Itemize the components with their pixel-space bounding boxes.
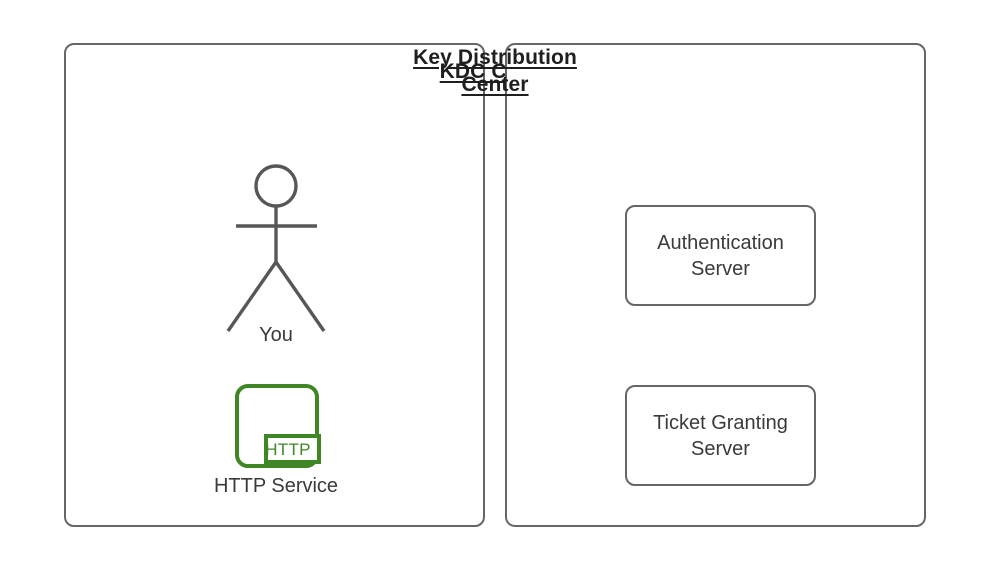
stick-figure-head xyxy=(254,164,298,208)
authentication-server-box[interactable]: Authentication Server xyxy=(625,205,816,306)
ticket-granting-server-label: Ticket Granting Server xyxy=(653,411,788,460)
http-service-icon[interactable] xyxy=(228,378,326,470)
actor-you-figure xyxy=(196,155,356,340)
panel-kdc-title-line1: Key Distribution xyxy=(413,46,577,69)
actor-you-label: You xyxy=(259,324,293,346)
http-badge-label: HTTP xyxy=(265,440,311,459)
stick-figure-leg-right xyxy=(274,261,326,332)
panel-kdc-title: Key Distribution Center xyxy=(0,44,990,98)
http-service-label: HTTP Service xyxy=(213,475,339,497)
authentication-server-label: Authentication Server xyxy=(657,231,784,280)
service-badge-plate xyxy=(264,434,321,464)
stick-figure-icon xyxy=(226,164,326,332)
service-glyph-icon xyxy=(235,384,321,468)
service-square-outline xyxy=(235,384,319,468)
panel-kdc-title-line2: Center xyxy=(461,73,529,96)
stick-figure-leg-left xyxy=(226,261,278,332)
ticket-granting-server-box[interactable]: Ticket Granting Server xyxy=(625,385,816,486)
